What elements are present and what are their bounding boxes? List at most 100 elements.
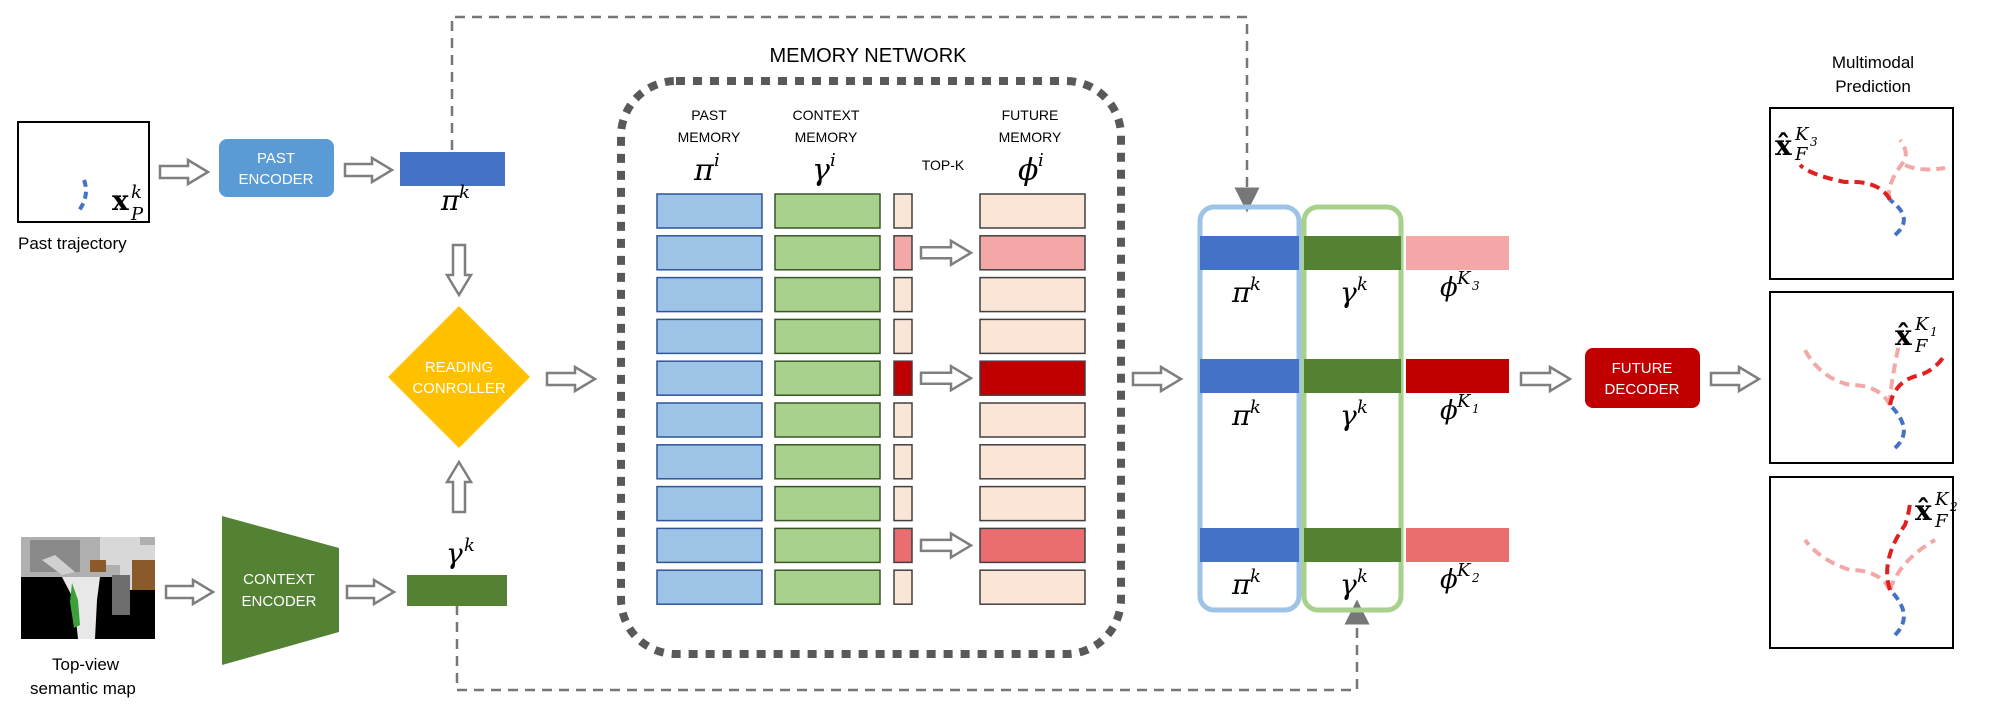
svg-text:TOP-K: TOP-K — [922, 157, 965, 173]
pi-k-text: π — [1231, 568, 1251, 601]
svg-text:γ: γ — [446, 537, 463, 570]
memory-row — [656, 485, 1086, 522]
phi-text: ϕ — [1440, 565, 1458, 595]
context-memory-cell — [774, 444, 881, 480]
svg-text:k: k — [459, 182, 470, 203]
semantic-map-image — [21, 537, 155, 639]
past-trajectory-panel: x k P — [17, 121, 150, 225]
future-memory-cell — [979, 485, 1086, 522]
topk-cell — [893, 235, 913, 271]
topview-label-1: Top-view — [52, 655, 120, 674]
memory-network-title: MEMORY NETWORK — [769, 45, 967, 67]
past-trajectory-label: Past trajectory — [18, 234, 127, 253]
memory-row — [656, 402, 1086, 438]
pi-k-sup: k — [1250, 566, 1261, 587]
arrow-memory-to-selected — [1131, 364, 1184, 394]
gamma-k-bar — [1304, 359, 1401, 393]
future-memory-cell — [979, 276, 1086, 313]
topk-cell — [893, 360, 913, 396]
future-memory-cell — [979, 569, 1086, 605]
svg-text:k: k — [131, 182, 142, 203]
future-decoder-block: FUTURE DECODER — [1585, 348, 1700, 408]
past-memory-cell — [656, 444, 763, 480]
memory-row — [656, 444, 1086, 480]
past-encoder-block: PAST ENCODER — [219, 139, 334, 197]
pi-k-bar — [1200, 528, 1299, 562]
svg-text:FUTURE: FUTURE — [1612, 360, 1673, 377]
past-memory-cell — [656, 569, 763, 605]
topk-cell — [893, 402, 913, 438]
pi-i-label: π i — [693, 150, 720, 188]
dashed-link-top — [450, 15, 1260, 213]
svg-text:i: i — [714, 150, 720, 171]
svg-text:x̂: x̂ — [1895, 319, 1912, 352]
svg-text:x̂: x̂ — [1775, 129, 1792, 162]
future-memory-cell — [979, 402, 1086, 438]
svg-text:MEMORY: MEMORY — [795, 129, 858, 145]
svg-text:K: K — [1794, 124, 1810, 145]
arrow-context-encoder-to-gamma-k — [345, 577, 397, 607]
phi-bar — [1406, 528, 1509, 562]
context-memory-cell — [774, 193, 881, 229]
prediction-panel-k1: x̂ F K 1 — [1769, 291, 1954, 464]
arrow-trajectory-to-past-encoder — [158, 157, 211, 187]
phi-subsup: 2 — [1471, 571, 1480, 585]
topk-cell — [893, 444, 913, 480]
topk-arrow — [919, 531, 974, 560]
future-memory-cell — [979, 235, 1086, 271]
arrow-past-encoder-to-pi-k — [343, 155, 395, 185]
future-memory-cell — [979, 193, 1086, 229]
topk-cell — [893, 527, 913, 564]
svg-text:MEMORY: MEMORY — [678, 129, 741, 145]
svg-text:DECODER: DECODER — [1604, 381, 1679, 398]
svg-text:CONROLLER: CONROLLER — [412, 380, 506, 397]
svg-text:k: k — [464, 535, 475, 556]
past-memory-cell — [656, 193, 763, 229]
pi-k-column-frame — [1197, 204, 1302, 613]
pi-k-bar — [1200, 359, 1299, 393]
past-memory-cell — [656, 276, 763, 313]
gamma-k-sup: k — [1357, 274, 1368, 295]
pi-k-sup: k — [1250, 397, 1261, 418]
phi-bar — [1406, 359, 1509, 393]
svg-text:2: 2 — [1949, 500, 1958, 514]
svg-text:PAST: PAST — [691, 107, 727, 123]
memory-row — [656, 360, 1086, 396]
memory-row — [656, 527, 1086, 564]
topk-cell — [893, 318, 913, 355]
svg-text:i: i — [830, 150, 836, 171]
gamma-k-text: γ — [1340, 568, 1357, 601]
context-memory-cell — [774, 276, 881, 313]
memory-row — [656, 569, 1086, 605]
context-memory-cell — [774, 318, 881, 355]
phi-bar — [1406, 236, 1509, 270]
future-memory-cell — [979, 360, 1086, 396]
svg-text:i: i — [1038, 150, 1044, 171]
topview-label-2: semantic map — [30, 679, 136, 698]
topk-arrow — [919, 238, 974, 268]
arrow-gamma-k-to-controller — [444, 459, 474, 514]
arrow-map-to-context-encoder — [164, 577, 216, 607]
memory-row — [656, 193, 1086, 229]
pi-k-text: π — [1231, 399, 1251, 432]
memory-rows — [656, 193, 1086, 605]
prediction-panel-k3: x̂ F K 3 — [1769, 107, 1954, 280]
memory-network-frame — [617, 77, 1125, 658]
gamma-k-label: γ k — [446, 535, 475, 570]
reading-controller-block: READING CONROLLER — [388, 306, 530, 448]
gamma-i-label: γ i — [812, 150, 836, 188]
gamma-k-column-frame — [1301, 204, 1404, 613]
svg-text:x̂: x̂ — [1915, 494, 1932, 527]
svg-text:F: F — [1914, 336, 1929, 357]
context-memory-cell — [774, 235, 881, 271]
gamma-k-bar — [1304, 236, 1401, 270]
prediction-panel-k2: x̂ F K 2 — [1769, 476, 1958, 649]
future-memory-cell — [979, 318, 1086, 355]
gamma-k-text: γ — [1340, 276, 1357, 309]
phi-text: ϕ — [1440, 396, 1458, 426]
arrow-controller-to-memory — [545, 364, 598, 394]
multimodal-title-2: Prediction — [1835, 77, 1911, 96]
context-memory-cell — [774, 485, 881, 522]
phi-subsup: 3 — [1472, 279, 1480, 293]
